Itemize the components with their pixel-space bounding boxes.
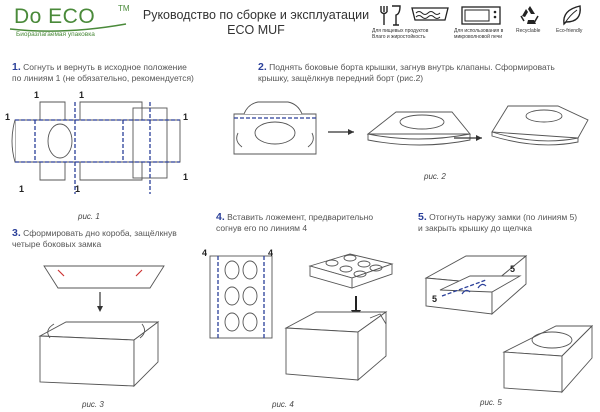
flat-blank-diagram: 1 1 1 1 1 1 1 — [5, 90, 188, 194]
step-3-text: 3. Сформировать дно короба, защёлкнув че… — [12, 227, 177, 250]
water-resistant-icon — [411, 7, 449, 21]
figure-3-caption: рис. 3 — [82, 400, 104, 409]
page-title: Руководство по сборке и эксплуатации — [142, 8, 370, 22]
fold-line-label: 1 — [79, 90, 84, 100]
fold-line-label: 4 — [202, 248, 207, 258]
figure-2-caption: рис. 2 — [424, 172, 446, 181]
fold-line-label: 1 — [75, 184, 80, 194]
insert-tray-diagram: 4 4 — [202, 248, 394, 381]
logo-subtitle: Биоразлагаемая упаковка — [16, 31, 95, 38]
step-2-text: 2. Поднять боковые борта крышки, загнув … — [258, 61, 555, 84]
logo-name: Do ECO — [14, 5, 96, 28]
step-5-text: 5. Отогнуть наружу замки (по линиям 5) и… — [418, 211, 578, 234]
step-1-text: 1. Согнуть и вернуть в исходное положени… — [12, 61, 194, 84]
fold-line-label: 5 — [510, 264, 515, 274]
recyclable-badge: Recyclable — [516, 4, 552, 40]
badge-caption-4: Recyclable — [516, 28, 541, 34]
figure-5-caption: рис. 5 — [480, 398, 502, 407]
logo-trademark: TM — [118, 4, 130, 13]
eco-friendly-badge: Eco-friendly — [556, 4, 596, 40]
step-4-text: 4. Вставить ложемент, предварительно сог… — [216, 211, 374, 234]
leaf-icon — [563, 5, 581, 26]
water-resistant-badge — [408, 4, 452, 40]
box-bottom-diagram — [38, 265, 165, 388]
fold-line-label: 1 — [34, 90, 39, 100]
fold-line-label: 1 — [19, 184, 24, 194]
microwave-icon — [461, 6, 501, 25]
closing-lid-diagram: 5 5 — [424, 255, 594, 394]
badge-caption-5: Eco-friendly — [556, 28, 583, 34]
fold-line-label: 5 — [432, 294, 437, 304]
fold-line-label: 1 — [183, 172, 188, 182]
product-name: ECO MUF — [227, 23, 285, 37]
recycle-icon — [520, 6, 539, 24]
fold-line-label: 1 — [5, 112, 10, 122]
fold-line-label: 1 — [183, 112, 188, 122]
brand-logo: Do ECO TM Биоразлагаемая упаковка — [4, 2, 132, 42]
lid-forming-diagram — [233, 101, 589, 155]
figure-4-caption: рис. 4 — [272, 400, 294, 409]
fold-line-label: 4 — [268, 248, 273, 258]
fork-glass-icon — [380, 5, 401, 26]
figure-1-caption: рис. 1 — [78, 212, 100, 221]
logo-swoosh-icon — [9, 23, 127, 32]
